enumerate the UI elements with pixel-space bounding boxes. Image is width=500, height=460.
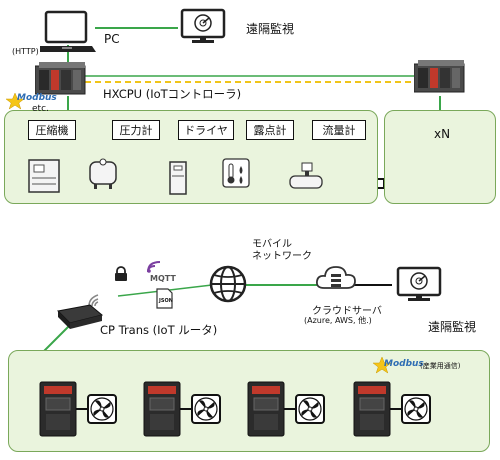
device-label-dryer: ドライヤ xyxy=(178,120,234,140)
lock-icon xyxy=(115,266,127,281)
xn-panel xyxy=(384,110,496,204)
hxcpu-controller-icon xyxy=(35,62,86,95)
device-label-flow-meter: 流量計 xyxy=(312,120,366,140)
modbus-star-icon-bottom xyxy=(372,356,392,374)
router-label: CP Trans (IoT ルータ) xyxy=(100,323,218,337)
cp-trans-router-icon xyxy=(56,304,104,329)
cloud-label: クラウドサーバ xyxy=(312,306,382,317)
bottom-remote-monitor-icon xyxy=(396,266,442,301)
fan-icon xyxy=(401,394,431,424)
modbus-star-icon xyxy=(5,92,25,110)
device-label-pressure-gauge: 圧力計 xyxy=(112,120,160,140)
pressure-tank-icon xyxy=(89,158,117,189)
modbus-logo-bottom: Modbus xyxy=(384,359,424,369)
compressor-icon xyxy=(28,159,60,193)
mobile-network-label: モバイル ネットワーク xyxy=(252,239,312,262)
fan-icon xyxy=(191,394,221,424)
inverter-unit xyxy=(143,381,192,437)
mqtt-label: MQTT xyxy=(150,274,176,283)
pc-label: PC xyxy=(104,32,120,46)
globe-icon xyxy=(209,265,247,303)
top-remote-label: 遠隔監視 xyxy=(246,22,295,36)
fan-icon xyxy=(87,394,117,424)
fan-icon xyxy=(295,394,325,424)
controller-label: HXCPU (IoTコントローラ) xyxy=(103,87,242,101)
inverter-unit xyxy=(39,381,88,437)
dewpoint-icon xyxy=(222,158,250,188)
bottom-remote-label: 遠隔監視 xyxy=(428,320,477,334)
flow-meter-icon xyxy=(289,162,323,189)
xn-controller-icon xyxy=(414,60,465,93)
mqtt-signal-icon xyxy=(147,261,161,273)
json-document-icon xyxy=(156,288,173,309)
device-label-compressor: 圧縮機 xyxy=(28,120,76,140)
etc-label: etc. xyxy=(32,104,49,114)
inverter-unit xyxy=(353,381,402,437)
http-label: (HTTP) xyxy=(12,47,39,56)
remote-monitor-icon xyxy=(180,8,226,43)
industrial-label: (産業用通信) xyxy=(420,362,461,370)
dryer-icon xyxy=(169,161,187,195)
device-label-dewpoint-meter: 露点計 xyxy=(246,120,294,140)
xn-label: xN xyxy=(434,127,451,141)
json-label: JSON xyxy=(159,298,173,304)
cloud-sub-label: (Azure, AWS, 他.) xyxy=(304,316,372,325)
laptop-icon xyxy=(40,10,96,52)
modbus-logo-top: Modbus xyxy=(17,93,57,103)
inverter-unit xyxy=(247,381,296,437)
cloud-server-icon xyxy=(315,266,356,289)
